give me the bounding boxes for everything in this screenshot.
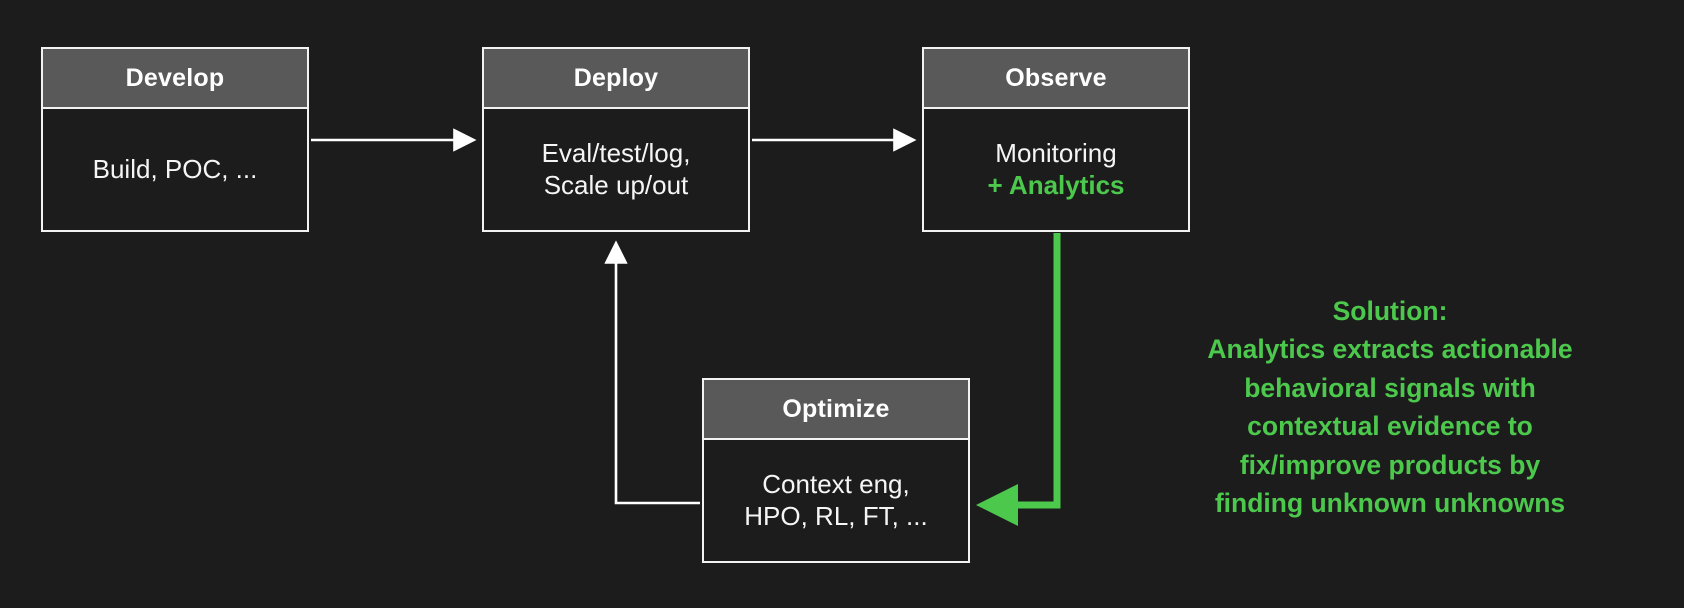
node-develop-title: Develop [43,49,307,109]
connector-optimize-to-deploy [604,240,700,505]
solution-line: fix/improve products by [1239,449,1541,480]
node-observe-analytics-label: + Analytics [987,169,1125,200]
node-optimize-body-line: Context eng, [762,468,910,499]
solution-line: Analytics extracts actionable [1207,334,1573,365]
node-observe[interactable]: Observe Monitoring + Analytics [922,47,1190,232]
node-deploy[interactable]: Deploy Eval/test/log, Scale up/out [482,47,750,232]
node-observe-body-line: Monitoring [995,137,1117,168]
node-observe-body: Monitoring + Analytics [924,109,1188,230]
solution-callout: Solution: Analytics extracts actionable … [1140,292,1640,523]
node-deploy-body: Eval/test/log, Scale up/out [484,109,748,230]
node-optimize[interactable]: Optimize Context eng, HPO, RL, FT, ... [702,378,970,563]
node-observe-title: Observe [924,49,1188,109]
solution-line: contextual evidence to [1247,411,1533,442]
node-develop-body: Build, POC, ... [43,109,307,230]
node-deploy-title: Deploy [484,49,748,109]
node-deploy-body-line: Scale up/out [543,169,689,200]
node-optimize-body: Context eng, HPO, RL, FT, ... [704,440,968,561]
node-optimize-body-line: HPO, RL, FT, ... [744,500,928,531]
solution-line: finding unknown unknowns [1214,488,1566,519]
node-optimize-title: Optimize [704,380,968,440]
node-develop[interactable]: Develop Build, POC, ... [41,47,309,232]
node-develop-body-line: Build, POC, ... [92,153,258,184]
node-deploy-body-line: Eval/test/log, [541,137,691,168]
solution-line: Solution: [1332,296,1448,326]
solution-line: behavioral signals with [1244,372,1536,403]
connector-observe-to-optimize [976,233,1061,526]
